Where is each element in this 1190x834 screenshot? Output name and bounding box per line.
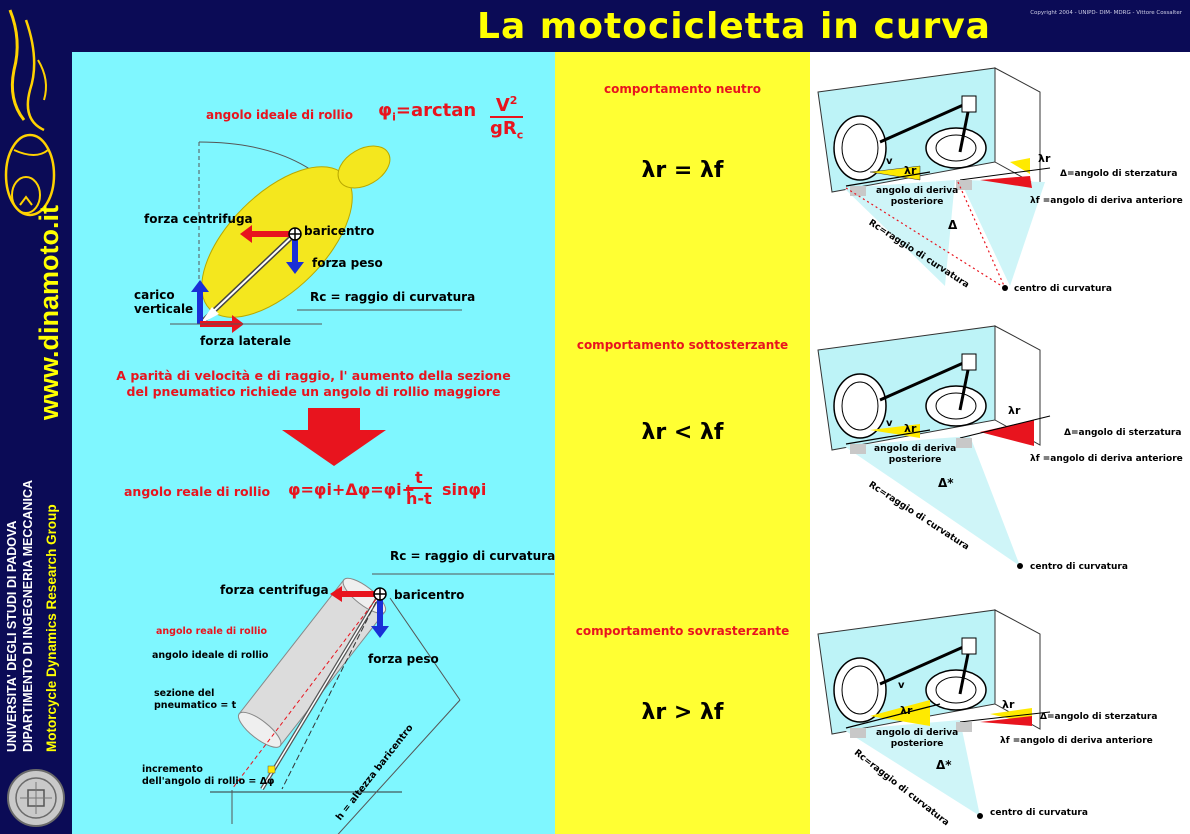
oversteer-diagram [817,609,1051,819]
rear-slip-line1-1: angolo di deriva [876,186,959,196]
v-label-1: v [886,156,893,167]
lambda-r-label-2: λr [904,422,917,435]
centrifugal-label-bottom: forza centrifuga [220,583,329,597]
roll-increment-line2: dell'angolo di rollio = Δφ [142,776,275,787]
real-formula-tail: sinφi [442,480,487,499]
ideal-angle-label: angolo ideale di rollio [206,108,354,122]
barycenter-label-bottom: baricentro [394,588,465,602]
vertical-load-label: carico verticale [134,288,193,316]
explanation-text: A parità di velocità e di raggio, l' aum… [72,368,555,400]
ideal-angle-formula: φi=arctan [378,100,476,124]
radius-label-top: Rc = raggio di curvatura [310,290,476,304]
formula-numerator: V [495,95,510,116]
formula-fraction: V2 gRc [490,94,524,142]
copyright: Copyright 2004 - UNIPD- DIM- MDRG - Vitt… [1030,10,1182,16]
dinamoto-logo [4,9,56,217]
v-label-2: v [886,418,893,429]
delta-label-1: Δ [948,218,958,232]
rear-slip-label-3: angolo di deriva posteriore [876,728,958,750]
university-line2: DIPARTIMENTO DI INGEGNERIA MECCANICA [21,480,35,752]
neutral-title: comportamento neutro [604,82,761,96]
rider-head [337,145,391,189]
header: La motocicletta in curva Copyright 2004 … [72,0,1190,52]
down-arrow-icon [282,408,386,466]
formula-denominator-sub: c [516,128,524,142]
explanation-line1: A parità di velocità e di raggio, l' aum… [116,368,511,383]
neutral-relation: λr = λf [641,158,724,183]
understeer-title: comportamento sottosterzante [576,338,789,352]
formula-denominator: gR [490,118,517,139]
roll-diagram-top [170,141,462,333]
tire-section-line2: pneumatico = t [154,700,237,711]
rear-slip-label-1: angolo di deriva posteriore [876,186,958,208]
university-line1: UNIVERSITA' DEGLI STUDI DI PADOVA [5,520,19,752]
lambda-r-right-2: λr [1008,404,1021,417]
right-panel: v λr λr angolo di deriva posteriore Δ=an… [810,52,1190,834]
formula-phi: φ [378,100,393,121]
steer-label-2: Δ=angolo di sterzatura [1064,428,1182,438]
rear-slip-line1-3: angolo di deriva [876,728,959,738]
roll-increment-label: incremento dell'angolo di rollio = Δφ [142,764,275,788]
page-title: La motocicletta in curva [477,6,991,47]
real-angle-label: angolo reale di rollio [124,484,271,499]
center-label-1: centro di curvatura [1014,284,1112,294]
steer-label-1: Δ=angolo di sterzatura [1060,169,1178,179]
barycenter-label: baricentro [304,224,375,238]
lambda-r-right-1: λr [1038,152,1051,165]
radius-label-bottom: Rc = raggio di curvatura [390,549,556,563]
front-slip-label-3: λf =angolo di deriva anteriore [1000,736,1153,746]
explanation-line2: del pneumatico richiede un angolo di rol… [126,384,501,399]
formula-numerator-sup: 2 [509,94,518,107]
center-label-3: centro di curvatura [990,808,1088,818]
lateral-force-label: forza laterale [200,334,291,348]
ideal-angle-small: angolo ideale di rollio [152,650,269,661]
front-slip-label-2: λf =angolo di deriva anteriore [1030,454,1183,464]
tire-section-line1: sezione del [154,688,215,699]
formula-arctan: =arctan [395,100,477,121]
real-angle-formula: φ=φi+Δφ=φi+ [288,480,415,499]
front-slip-label-1: λf =angolo di deriva anteriore [1030,196,1183,206]
rear-slip-line1-2: angolo di deriva [874,444,957,454]
vertical-load-line1: carico [134,288,175,302]
understeer-diagram [817,325,1051,569]
middle-panel: comportamento neutro λr = λf comportamen… [555,52,810,834]
website-text: www.dinamoto.it [34,205,64,420]
delta-label-3: Δ* [936,758,952,772]
left-panel: angolo ideale di rollio φi=arctan V2 gRc… [72,52,555,834]
lambda-r-label-3: λr [900,704,913,717]
roll-diagram-bottom [210,573,554,834]
real-formula-fraction: t h-t [406,468,432,508]
formula-phi-sub: i [392,110,396,124]
center-label-2: centro di curvatura [1030,562,1128,572]
neutral-diagram [817,67,1051,291]
real-formula-num: t [415,468,423,487]
weight-label-bottom: forza peso [368,652,439,666]
delta-label-2: Δ* [938,476,954,490]
tire-section-label: sezione del pneumatico = t [154,688,236,712]
real-formula-den: h-t [406,487,432,508]
oversteer-title: comportamento sovrasterzante [575,624,790,638]
understeer-relation: λr < λf [641,420,724,445]
research-group: Motorcycle Dynamics Research Group [44,504,59,752]
rear-slip-line2-2: posteriore [888,455,942,465]
lambda-r-right-3: λr [1002,698,1015,711]
roll-increment-line1: incremento [142,764,203,775]
centrifugal-label: forza centrifuga [144,212,253,226]
lambda-r-label-1: λr [904,164,917,177]
university-seal-icon [7,769,65,827]
oversteer-relation: λr > λf [641,700,724,725]
real-formula-expr: φ=φi+Δφ=φi+ [288,480,416,499]
rear-slip-line2-3: posteriore [890,739,944,749]
weight-label: forza peso [312,256,383,270]
vertical-load-line2: verticale [134,302,194,316]
v-label-3: v [898,680,905,691]
steer-label-3: Δ=angolo di sterzatura [1040,712,1158,722]
sidebar: www.dinamoto.it UNIVERSITA' DEGLI STUDI … [0,0,72,834]
real-angle-small: angolo reale di rollio [156,626,268,637]
rear-slip-line2-1: posteriore [890,197,944,207]
rear-slip-label-2: angolo di deriva posteriore [874,444,956,466]
